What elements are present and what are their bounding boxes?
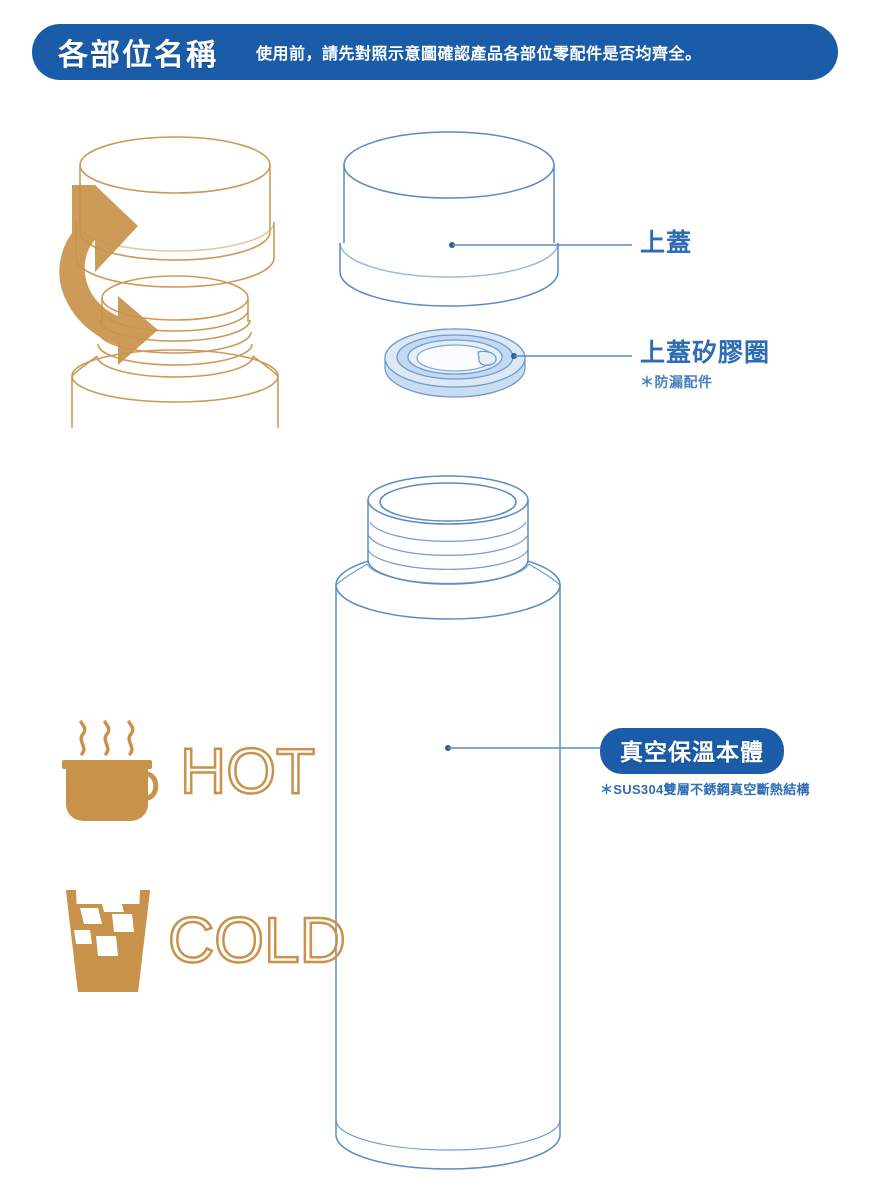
page-title: 各部位名稱 [58,39,218,72]
callout-lid-gasket-label: 上蓋矽膠圈 [640,339,771,367]
section-header-banner: 各部位名稱 使用前，請先對照示意圖確認產品各部位零配件是否均齊全。 [32,24,838,80]
feature-hot-label: HOT [179,735,317,807]
rotate-arrow-icon [59,185,158,365]
callout-lid-gasket-note: ＊防漏配件 [640,373,713,390]
leader-line-body [445,745,600,751]
leader-line-gasket [511,353,632,359]
callout-vacuum-body: 真空保溫本體 ＊SUS304雙層不銹鋼真空斷熱結構 [600,728,810,798]
feature-cold-label: COLD [167,904,347,976]
leader-line-lid [449,242,632,248]
callout-lid-gasket: 上蓋矽膠圈 ＊防漏配件 [640,339,771,392]
callout-vacuum-body-label: 真空保溫本體 [600,728,784,774]
cold-glass-icon [66,890,150,992]
hot-mug-icon [62,720,159,821]
callout-vacuum-body-note: ＊SUS304雙層不銹鋼真空斷熱結構 [600,782,810,797]
feature-cold: COLD [58,880,347,1000]
page-subtitle: 使用前，請先對照示意圖確認產品各部位零配件是否均齊全。 [256,46,702,63]
feature-hot: HOT [60,716,317,826]
callout-lid-label: 上蓋 [640,229,693,257]
callout-lid: 上蓋 [640,229,693,258]
